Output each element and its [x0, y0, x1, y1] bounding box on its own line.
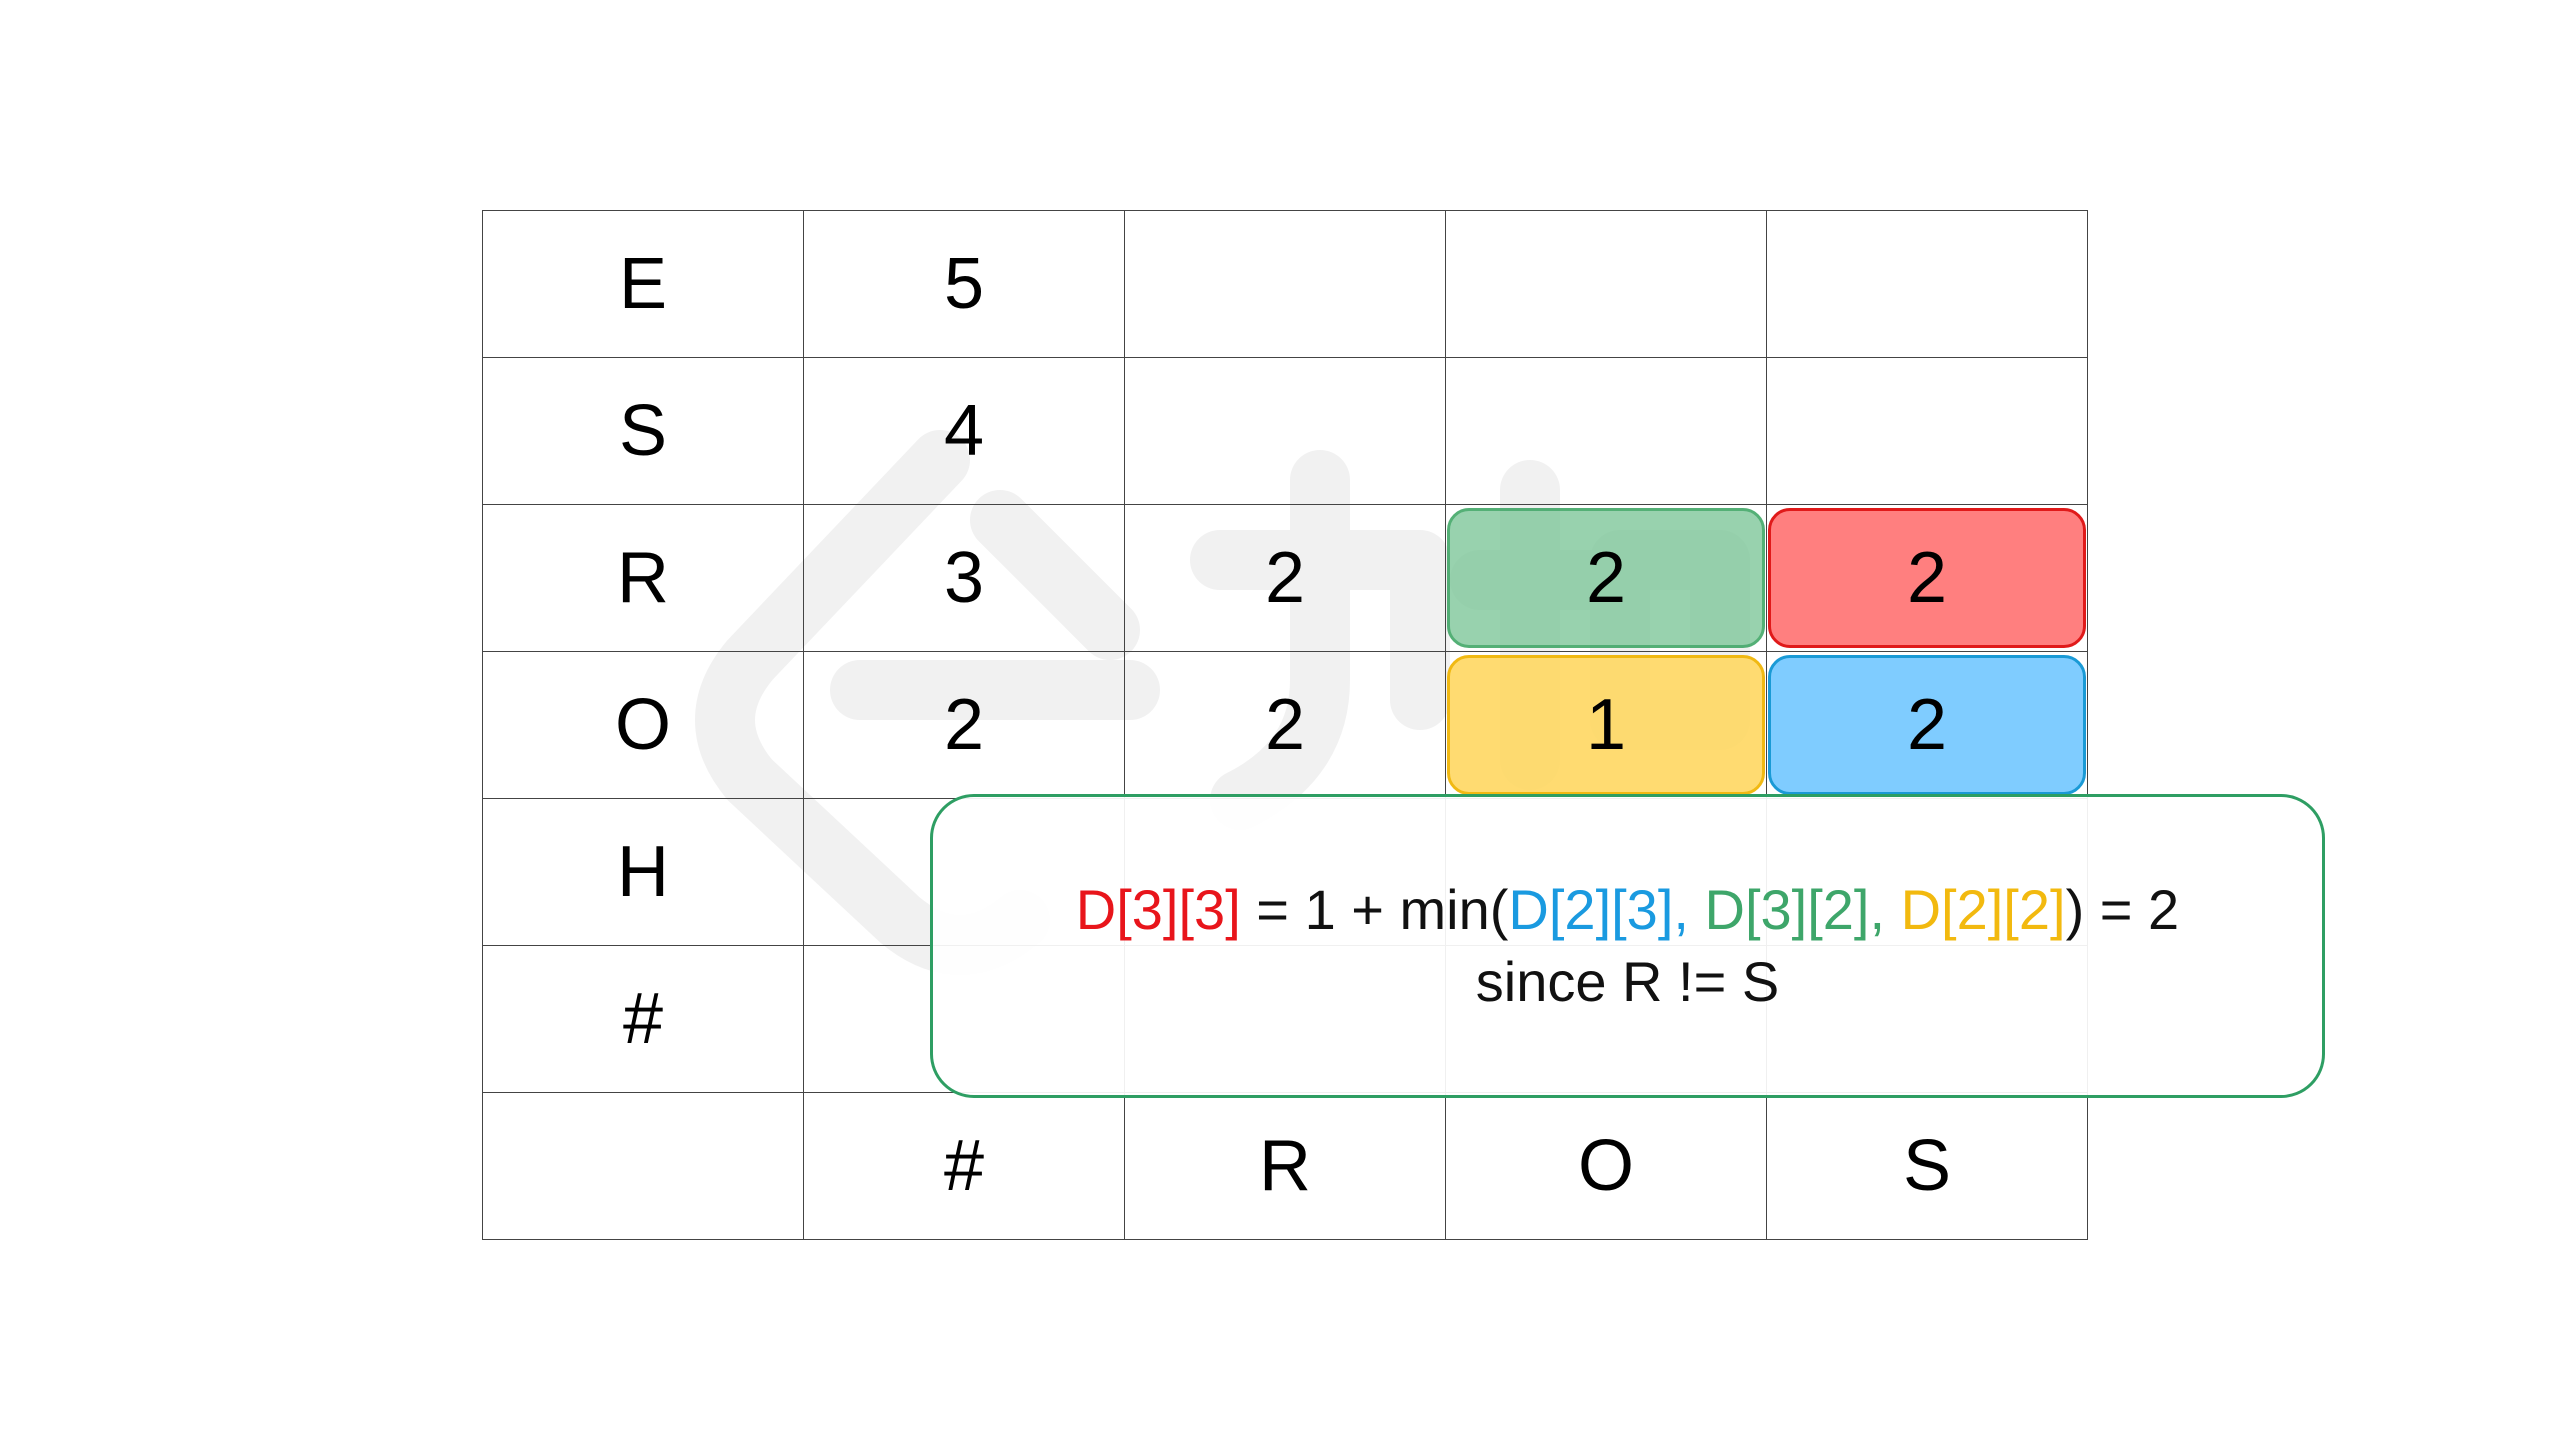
grid-cell-r6-c3: O: [1446, 1093, 1767, 1240]
cell-value: H: [617, 832, 669, 912]
grid-cell-r6-c1: #: [804, 1093, 1125, 1240]
formula-arg-top: D[2][3],: [1508, 878, 1689, 941]
cell-value: S: [618, 391, 668, 471]
cell-value: 2: [1264, 538, 1306, 618]
cell-value: #: [943, 1126, 985, 1206]
cell-value: O: [614, 685, 671, 765]
formula-arg-left: D[3][2],: [1688, 878, 1886, 941]
cell-value: 2: [1585, 538, 1627, 618]
formula-result: ) = 2: [2065, 878, 2180, 941]
formula-reason: since R != S: [1475, 950, 1780, 1013]
cell-value: 2: [1906, 685, 1948, 765]
grid-cell-r2-c4: 2: [1767, 505, 2088, 652]
grid-cell-r2-c3: 2: [1446, 505, 1767, 652]
formula-arg-diag: D[2][2]: [1885, 878, 2066, 941]
grid-cell-r2-c2: 2: [1125, 505, 1446, 652]
grid-cell-r3-c0: O: [483, 652, 804, 799]
cell-value: 1: [1585, 685, 1627, 765]
grid-cell-r3-c3: 1: [1446, 652, 1767, 799]
cell-value: #: [622, 979, 664, 1059]
grid-cell-r1-c2: [1125, 358, 1446, 505]
grid-cell-r1-c3: [1446, 358, 1767, 505]
grid-cell-r2-c0: R: [483, 505, 804, 652]
grid-cell-r1-c4: [1767, 358, 2088, 505]
cell-value: 2: [1906, 538, 1948, 618]
grid-cell-r6-c2: R: [1125, 1093, 1446, 1240]
grid-cell-r3-c4: 2: [1767, 652, 2088, 799]
grid-cell-r0-c4: [1767, 211, 2088, 358]
grid-cell-r0-c2: [1125, 211, 1446, 358]
cell-value: R: [617, 538, 669, 618]
cell-value: E: [618, 244, 668, 324]
grid-cell-r0-c0: E: [483, 211, 804, 358]
cell-value: S: [1902, 1126, 1952, 1206]
grid-cell-r0-c3: [1446, 211, 1767, 358]
cell-value: 4: [943, 391, 985, 471]
grid-cell-r5-c0: #: [483, 946, 804, 1093]
cell-value: R: [1259, 1126, 1311, 1206]
grid-cell-r1-c1: 4: [804, 358, 1125, 505]
formula-eq: = 1 + min(: [1240, 878, 1509, 941]
highlight-blue: [1768, 655, 2086, 795]
grid-cell-r6-c4: S: [1767, 1093, 2088, 1240]
grid-cell-r3-c2: 2: [1125, 652, 1446, 799]
grid-cell-r4-c0: H: [483, 799, 804, 946]
cell-value: 3: [943, 538, 985, 618]
cell-value: 2: [943, 685, 985, 765]
cell-value: O: [1577, 1126, 1634, 1206]
cell-value: 5: [943, 244, 985, 324]
cell-value: 2: [1264, 685, 1306, 765]
formula-callout: D[3][3] = 1 + min(D[2][3], D[3][2], D[2]…: [930, 794, 2325, 1098]
grid-cell-r0-c1: 5: [804, 211, 1125, 358]
formula-target: D[3][3]: [1075, 878, 1241, 941]
formula-line: D[3][3] = 1 + min(D[2][3], D[3][2], D[2]…: [1076, 874, 2179, 946]
grid-cell-r1-c0: S: [483, 358, 804, 505]
grid-cell-r2-c1: 3: [804, 505, 1125, 652]
grid-cell-r6-c0: [483, 1093, 804, 1240]
grid-cell-r3-c1: 2: [804, 652, 1125, 799]
highlight-red: [1768, 508, 2086, 648]
